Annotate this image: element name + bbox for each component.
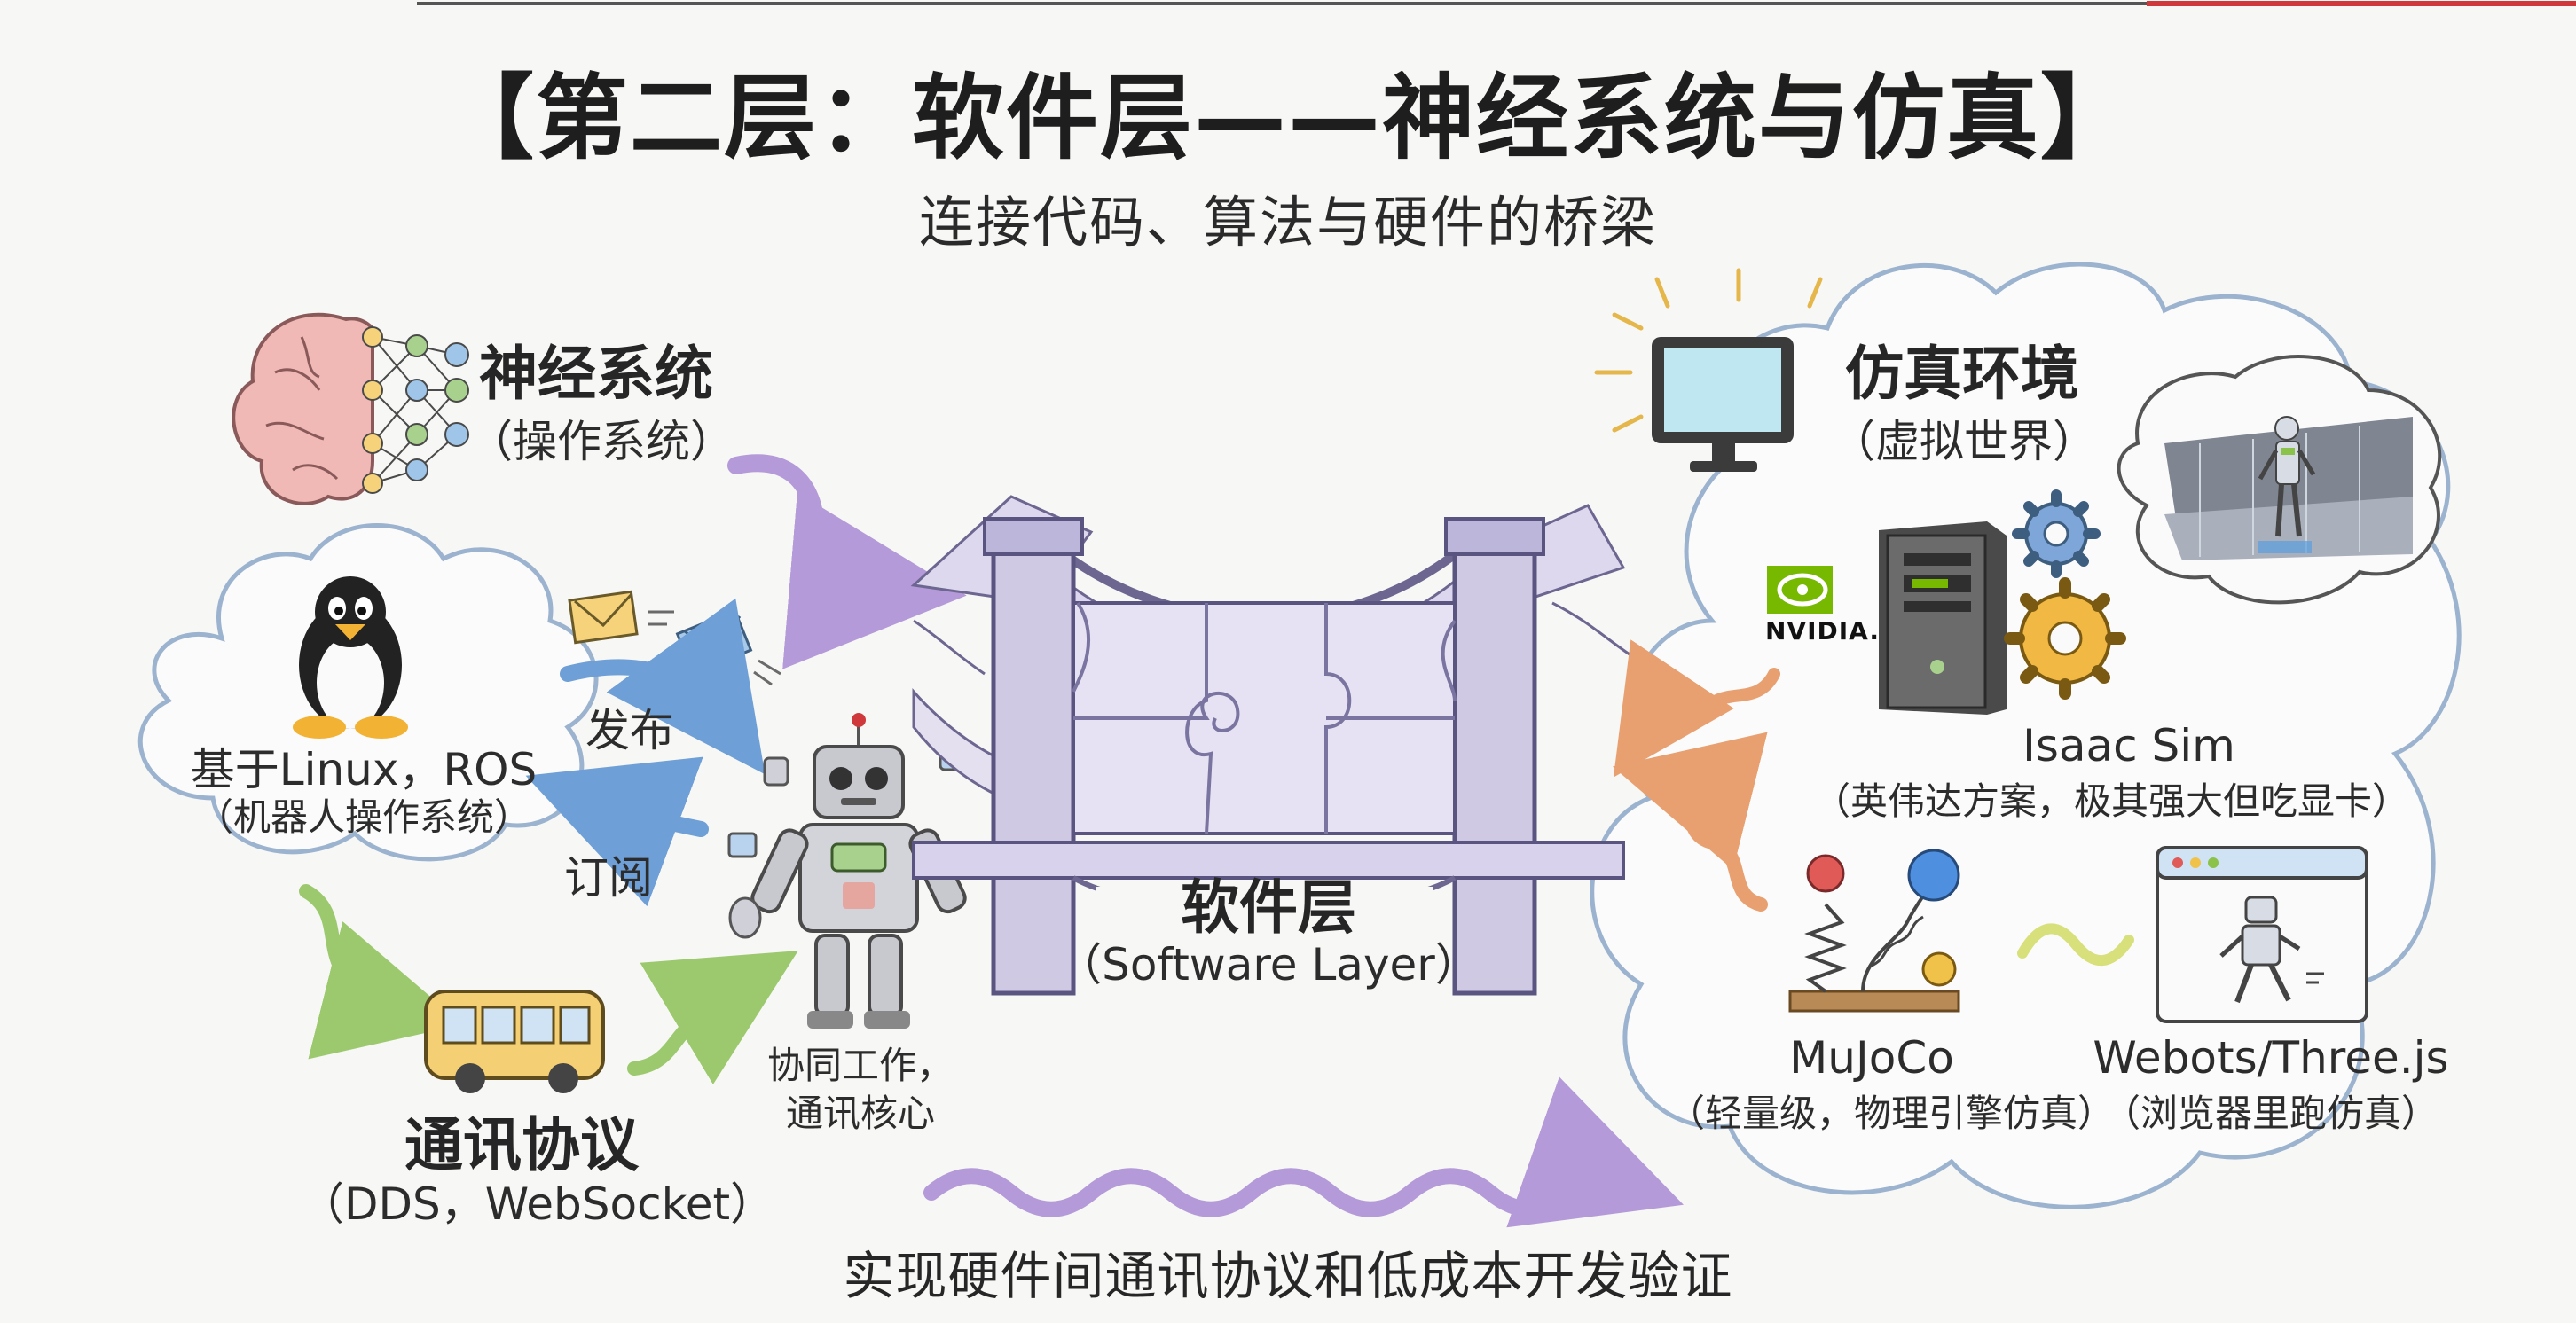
spring-pendulum-icon — [1788, 849, 1960, 1013]
comm-protocol-subtitle: （DDS，WebSocket） — [300, 1178, 775, 1230]
arrow-linux-to-comm — [299, 884, 464, 1060]
arrow-nervous-to-bridge — [727, 454, 967, 669]
simulation-subtitle: （虚拟世界） — [1831, 416, 2097, 467]
nervous-system-title: 神经系统 — [479, 340, 713, 408]
mujoco-subtitle: （轻量级，物理引擎仿真） — [1668, 1092, 2116, 1135]
monitor-icon — [1594, 268, 1823, 472]
mujoco-title: MuJoCo — [1789, 1032, 1954, 1084]
wave-mujoco-to-bridge — [1612, 732, 1768, 912]
publish-label: 发布 — [585, 705, 674, 756]
nervous-system-subtitle: （操作系统） — [468, 416, 734, 467]
bottom-wave-arrow — [923, 1076, 1684, 1228]
nvidia-logo-icon — [1767, 566, 1833, 614]
robot-caption-line1: 协同工作， — [766, 1044, 954, 1087]
publish-arrow — [560, 598, 766, 775]
bottom-caption: 实现硬件间通讯协议和低成本开发验证 — [843, 1246, 1733, 1306]
isaac-sim-subtitle: （英伟达方案，极其强大但吃显卡） — [1812, 779, 2409, 823]
subscribe-arrow — [525, 756, 709, 907]
thought-bubble-icon — [2117, 355, 2442, 605]
webots-title: Webots/Three.js — [2093, 1032, 2449, 1084]
software-layer-subtitle: （Software Layer） — [1057, 939, 1480, 990]
arrow-comm-to-robot — [627, 951, 798, 1085]
page-title: 【第二层：软件层——神经系统与仿真】 — [441, 64, 2134, 172]
server-tower-icon — [1879, 521, 2007, 715]
page-subtitle: 连接代码、算法与硬件的桥梁 — [918, 190, 1657, 254]
isaac-sim-title: Isaac Sim — [2022, 720, 2235, 771]
browser-window-icon — [2156, 846, 2368, 1023]
linux-penguin-icon — [293, 576, 408, 739]
software-layer-title: 软件层 — [1181, 873, 1356, 942]
linux-ros-title: 基于Linux，ROS — [190, 744, 538, 795]
webots-subtitle: （浏览器里跑仿真） — [2102, 1092, 2439, 1135]
comm-protocol-title: 通讯协议 — [404, 1111, 639, 1179]
bus-icon — [424, 990, 605, 1093]
robot-caption-line2: 通讯核心 — [785, 1092, 935, 1135]
nvidia-logo-text: NVIDIA. — [1765, 616, 1881, 646]
simulation-title: 仿真环境 — [1845, 340, 2079, 408]
wave-isaac-to-bridge — [1613, 639, 1780, 778]
linux-ros-subtitle: （机器人操作系统） — [195, 795, 531, 839]
subscribe-label: 订阅 — [564, 852, 653, 904]
gear-icon — [2004, 489, 2126, 700]
bridge-icon — [910, 495, 1633, 1011]
brain-network-icon — [232, 312, 469, 505]
wave-mujoco-webots — [2017, 923, 2134, 967]
